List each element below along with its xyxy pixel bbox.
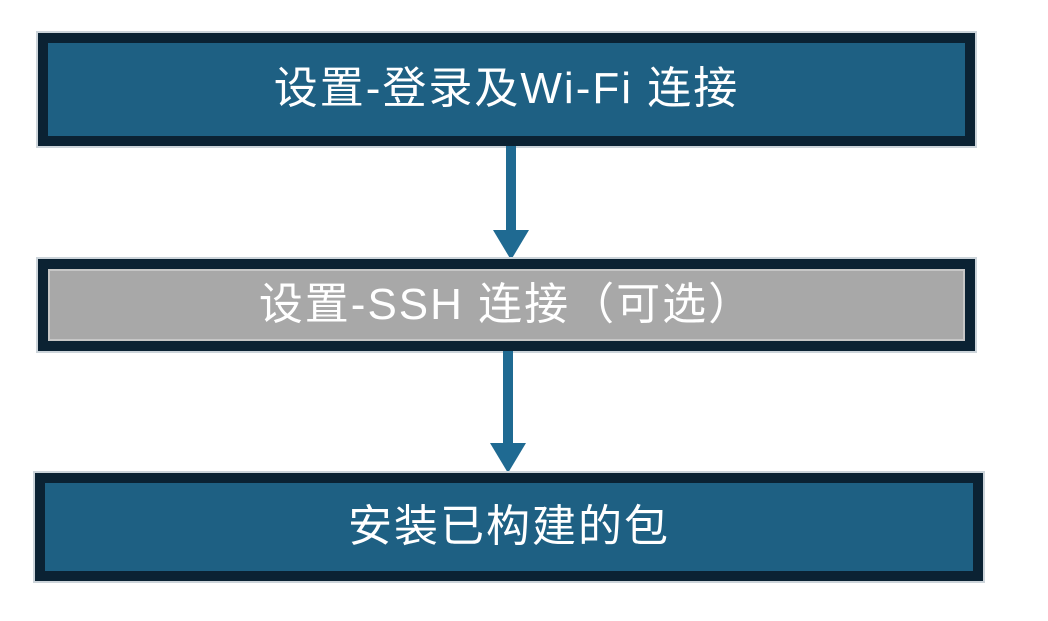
- down-arrow-icon: [490, 351, 526, 473]
- flow-node-step-2-label: 设置-SSH 连接（可选）: [258, 279, 755, 329]
- flow-node-step-2: 设置-SSH 连接（可选）: [38, 259, 975, 351]
- flow-node-step-1: 设置-登录及Wi-Fi 连接: [38, 33, 975, 146]
- flow-node-step-1-label: 设置-登录及Wi-Fi 连接: [273, 64, 740, 114]
- edge-step-2-to-step-3: [488, 351, 528, 473]
- down-arrow-icon: [493, 146, 529, 260]
- edge-step-1-to-step-2: [491, 146, 531, 260]
- flow-node-step-3-label: 安装已构建的包: [348, 501, 670, 551]
- flow-node-step-3: 安装已构建的包: [35, 473, 983, 581]
